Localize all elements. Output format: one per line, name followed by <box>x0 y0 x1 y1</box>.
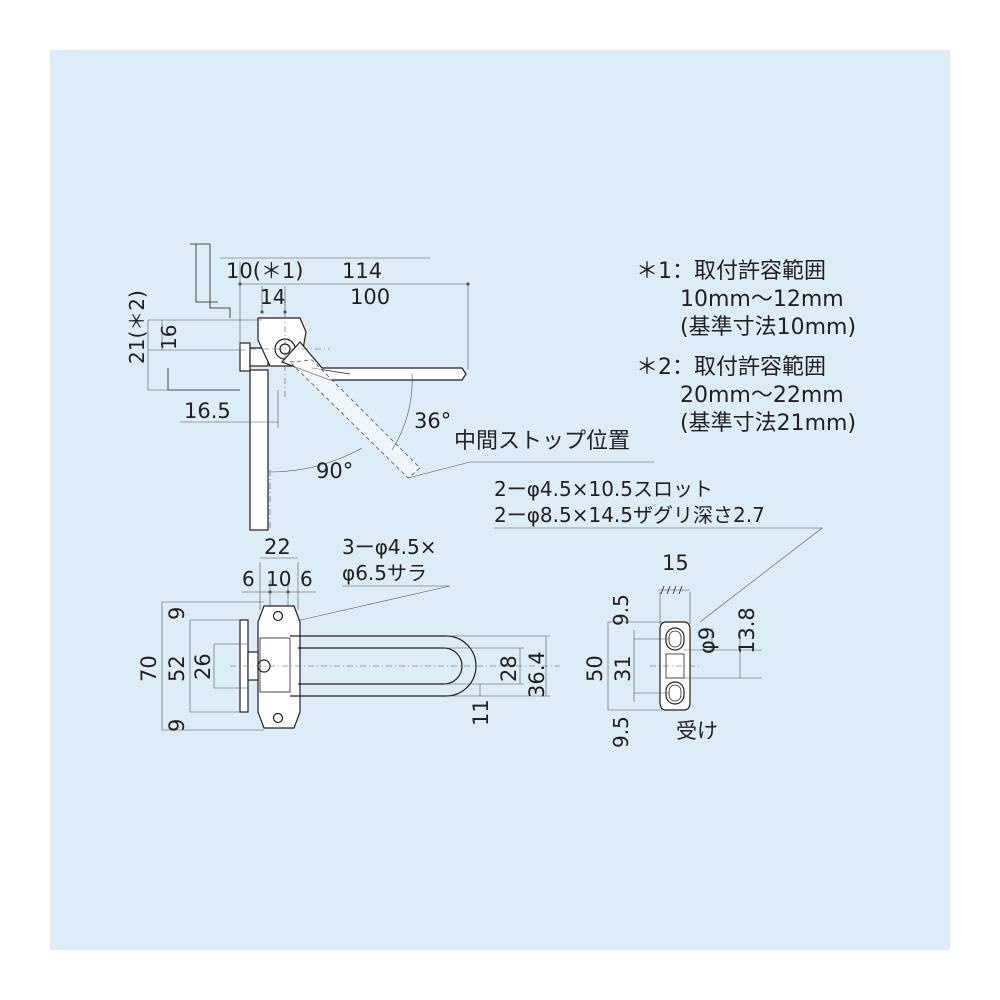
intermediate-stop-callout: 中間ストップ位置 <box>454 429 630 454</box>
diagram-panel: 10(＊1) 114 14 100 21(＊2) 16 16.5 36° 90°… <box>50 50 950 950</box>
door-leaf <box>249 369 269 531</box>
receiver-view: 15 9.5 50 31 9.5 φ9 13.8 受け <box>583 551 762 748</box>
dim-52-label: 52 <box>165 655 189 682</box>
dim-28-label: 28 <box>497 655 521 682</box>
dim-9-5a-label: 9.5 <box>609 594 633 626</box>
dim-phi9-label: φ9 <box>695 627 719 654</box>
angle-36-label: 36° <box>414 409 451 433</box>
front-body <box>257 605 301 729</box>
dim-dot <box>286 590 290 594</box>
dim-10-label: 10 <box>266 567 291 591</box>
angle-90-label: 90° <box>316 459 353 483</box>
note-1-title: ＊1：取付許容範囲 <box>636 259 826 284</box>
frame-outline-upper <box>190 243 231 318</box>
dim-13-8-label: 13.8 <box>735 607 759 654</box>
dim-dot <box>260 310 264 314</box>
side-view: 10(＊1) 114 14 100 21(＊2) 16 16.5 36° 90°… <box>125 243 654 531</box>
technical-drawing: 10(＊1) 114 14 100 21(＊2) 16 16.5 36° 90°… <box>50 50 950 950</box>
slot-note: 2ーφ4.5×10.5スロット 2ーφ8.5×14.5ザグリ深さ2.7 <box>494 477 823 623</box>
dim-16-label: 16 <box>157 325 181 350</box>
dim-10-label: 10(＊1) <box>226 259 303 283</box>
hatch-marks <box>660 585 683 595</box>
hole-spec-line-1: 3ーφ4.5× <box>342 535 436 559</box>
screw-hole-top <box>272 610 284 622</box>
slot-note-leader <box>494 527 823 623</box>
dim-dot <box>268 590 272 594</box>
dim-31-label: 31 <box>611 655 635 682</box>
dim-6a-label: 6 <box>242 567 255 591</box>
dim-114-label: 114 <box>342 259 382 283</box>
tolerance-notes: ＊1：取付許容範囲 10mm～12mm (基準寸法10mm) ＊2：取付許容範囲… <box>636 259 856 436</box>
hole-spec-line-2: φ6.5サラ <box>342 561 427 585</box>
dim-16-5-label: 16.5 <box>184 399 231 423</box>
dim-dot <box>238 282 242 286</box>
dim-15-label: 15 <box>662 551 689 575</box>
dim-70-label: 70 <box>137 655 161 682</box>
slot-note-line-1: 2ーφ4.5×10.5スロット <box>494 477 713 501</box>
panel-background <box>50 50 950 950</box>
arm-outer <box>290 635 477 697</box>
dim-26-label: 26 <box>191 653 215 680</box>
callout-leader <box>407 461 654 479</box>
receiver-label: 受け <box>676 719 718 743</box>
mounting-base <box>239 342 251 372</box>
slot-note-line-2: 2ーφ8.5×14.5ザグリ深さ2.7 <box>494 503 765 527</box>
dim-dot <box>283 310 287 314</box>
arm-intermediate <box>289 359 421 479</box>
dim-11-label: 11 <box>469 699 493 726</box>
screw-hole-bottom <box>272 712 284 724</box>
dim-36-4-label: 36.4 <box>525 651 549 698</box>
arc-90 <box>269 447 363 473</box>
note-1-standard: (基準寸法10mm) <box>680 315 856 340</box>
dim-50-label: 50 <box>583 655 607 682</box>
note-2-title: ＊2：取付許容範囲 <box>636 355 826 380</box>
note-1-range: 10mm～12mm <box>680 287 844 312</box>
dim-14-label: 14 <box>260 285 285 309</box>
dim-9b-label: 9 <box>165 719 189 732</box>
arm-inner <box>298 647 463 685</box>
dim-dot <box>466 282 470 286</box>
dim-100-label: 100 <box>350 285 390 309</box>
note-2-standard: (基準寸法21mm) <box>680 411 856 436</box>
note-2-range: 20mm～22mm <box>680 383 844 408</box>
dim-9-5b-label: 9.5 <box>609 716 633 748</box>
dim-22-label: 22 <box>264 535 291 559</box>
arc-36 <box>391 373 413 451</box>
front-view: 22 6 10 6 3ーφ4.5× φ6.5サラ 70 52 26 <box>137 535 560 732</box>
body-inner <box>259 637 291 693</box>
frame-outline-inner <box>195 244 218 303</box>
dim-9a-label: 9 <box>165 607 189 620</box>
receiver-body <box>659 621 691 711</box>
hole-spec-leader <box>291 585 451 623</box>
dim-6b-label: 6 <box>300 567 313 591</box>
dim-21-label: 21(＊2) <box>125 290 149 364</box>
